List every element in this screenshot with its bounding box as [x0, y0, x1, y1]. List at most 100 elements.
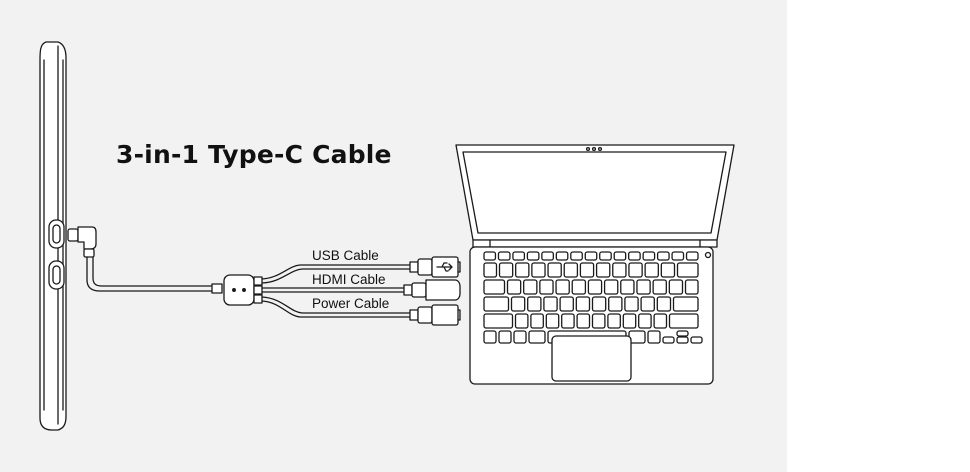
keyboard-key: [595, 262, 611, 278]
usb-a-icon: [409, 304, 461, 326]
usb-cable-line: [261, 264, 411, 284]
keyboard-key: [523, 279, 538, 295]
keyboard-key: [599, 251, 612, 261]
keyboard-key: [620, 279, 635, 295]
keyboard-key: [527, 296, 542, 312]
keyboard-key: [608, 296, 623, 312]
cable-splitter: [223, 274, 263, 306]
keyboard-key: [483, 313, 514, 329]
keyboard-key: [685, 251, 699, 261]
keyboard-key: [644, 262, 659, 278]
keyboard-key: [676, 262, 699, 278]
keyboard-key: [563, 262, 579, 278]
laptop: [455, 144, 735, 385]
power-cable-line: [261, 296, 411, 318]
keyboard-key: [576, 313, 591, 329]
keyboard-key: [628, 262, 643, 278]
diagram-title: 3-in-1 Type-C Cable: [116, 140, 392, 169]
keyboard-key: [636, 279, 651, 295]
keyboard-key: [668, 313, 699, 329]
keyboard-key: [513, 330, 527, 344]
keyboard-key: [555, 251, 569, 261]
hdmi-icon: [403, 279, 461, 301]
tablet-usb-c-port: [48, 219, 65, 249]
keyboard-key: [526, 251, 540, 261]
keyboard-key: [541, 251, 554, 261]
keyboard-key: [591, 313, 606, 329]
keyboard-key: [498, 262, 514, 278]
connection-diagram: USB Cable HDMI Cable Power Cable: [39, 41, 735, 431]
keyboard-key: [652, 279, 667, 295]
keyboard-key: [506, 279, 522, 295]
power-cable-label: Power Cable: [312, 296, 389, 311]
keyboard-key: [575, 296, 591, 312]
keyboard-key: [539, 279, 554, 295]
keyboard-key: [514, 313, 529, 329]
keyboard-key: [579, 262, 595, 278]
keyboard-key: [545, 313, 560, 329]
keyboard: [483, 251, 703, 344]
laptop-base: [469, 246, 714, 385]
trackpad: [551, 335, 632, 382]
keyboard-key: [640, 296, 655, 312]
tablet-second-port: [48, 260, 65, 290]
keyboard-key: [584, 251, 598, 261]
keyboard-key: [622, 313, 637, 329]
webcam-icon: [585, 146, 603, 152]
keyboard-key: [483, 296, 510, 312]
keyboard-key: [656, 251, 670, 261]
keyboard-key: [543, 296, 558, 312]
keyboard-key: [561, 313, 575, 329]
keyboard-key: [483, 251, 497, 261]
keyboard-key: [662, 336, 675, 344]
usb-cable-label: USB Cable: [312, 248, 379, 263]
keyboard-key: [656, 296, 672, 312]
hdmi-cable-label: HDMI Cable: [312, 272, 386, 287]
usb-a-icon: [409, 256, 461, 278]
keyboard-key: [570, 251, 583, 261]
keyboard-key: [607, 313, 621, 329]
keyboard-key: [547, 262, 562, 278]
keyboard-key: [483, 262, 498, 278]
pen-display-tablet: [39, 41, 67, 431]
hdmi-cable-line: [261, 287, 405, 293]
keyboard-key: [571, 279, 587, 295]
keyboard-key: [510, 296, 526, 312]
keyboard-key: [483, 279, 506, 295]
keyboard-key: [638, 313, 652, 329]
keyboard-key: [497, 251, 511, 261]
keyboard-key: [612, 262, 627, 278]
power-button-icon: [704, 251, 712, 259]
keyboard-key: [642, 251, 656, 261]
laptop-lid: [455, 144, 735, 241]
keyboard-key: [690, 336, 703, 344]
laptop-screen: [462, 151, 727, 234]
keyboard-key: [498, 330, 512, 344]
keyboard-key: [591, 296, 607, 312]
keyboard-key: [628, 251, 641, 261]
keyboard-key: [676, 330, 689, 337]
keyboard-key: [624, 296, 639, 312]
keyboard-key: [676, 336, 689, 344]
keyboard-key: [530, 313, 544, 329]
keyboard-key: [559, 296, 574, 312]
keyboard-key: [555, 279, 570, 295]
keyboard-key: [647, 330, 661, 344]
keyboard-key: [531, 262, 546, 278]
keyboard-key: [603, 279, 619, 295]
keyboard-key: [672, 296, 699, 312]
keyboard-key: [660, 262, 676, 278]
keyboard-key: [528, 330, 546, 344]
main-cable: [86, 256, 223, 294]
keyboard-key: [653, 313, 668, 329]
diagram-canvas: 3-in-1 Type-C Cable: [0, 0, 787, 472]
keyboard-key: [515, 262, 530, 278]
keyboard-key: [613, 251, 627, 261]
keyboard-key: [512, 251, 526, 261]
type-c-plug: [67, 226, 97, 258]
keyboard-key: [668, 279, 684, 295]
keyboard-key: [671, 251, 685, 261]
keyboard-key: [587, 279, 603, 295]
keyboard-key: [684, 279, 699, 295]
keyboard-key: [483, 330, 497, 344]
